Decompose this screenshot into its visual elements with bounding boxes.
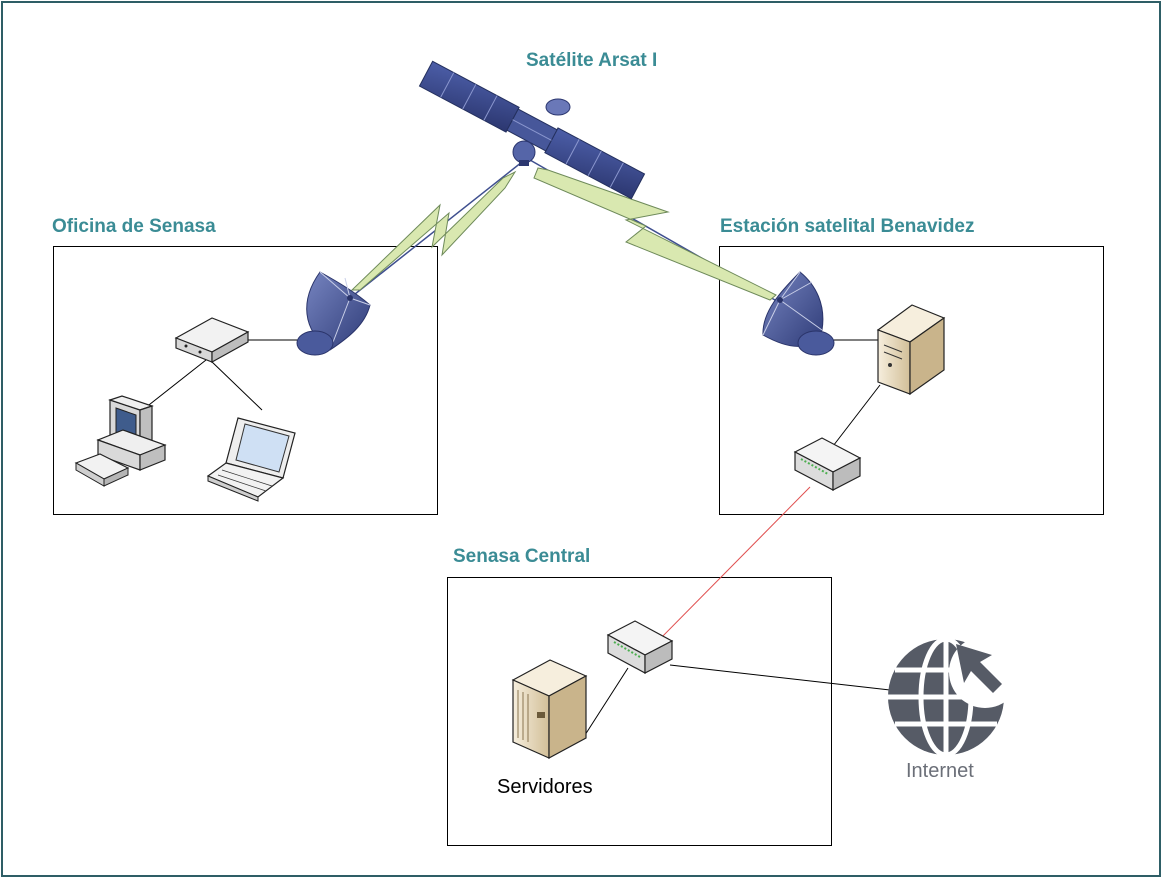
servers-caption: Servidores <box>497 776 593 798</box>
station-group-title: Estación satelital Benavidez <box>720 216 975 237</box>
switch-icon <box>793 437 862 491</box>
switch-icon <box>606 620 674 675</box>
laptop-icon <box>206 417 296 502</box>
router-icon <box>174 317 250 364</box>
satellite-label: Satélite Arsat I <box>526 50 658 71</box>
red-link-station-central <box>655 486 811 644</box>
internet-globe-icon <box>888 636 1021 758</box>
connection-lines <box>139 339 891 736</box>
internet-caption: Internet <box>906 760 974 782</box>
office-group-box <box>53 246 438 515</box>
link-switch-internet <box>669 664 891 691</box>
link-server-switch-station <box>829 384 881 451</box>
central-group-box <box>447 577 832 846</box>
server-tower-icon <box>876 304 946 396</box>
wireless-bolt-left <box>350 170 517 291</box>
satellite-icon <box>418 60 646 200</box>
wireless-bolt-right <box>533 167 777 301</box>
station-group-box <box>719 246 1104 515</box>
link-switch-servers <box>584 667 629 736</box>
desktop-computer-icon <box>74 395 167 487</box>
satellite-dish-icon <box>762 271 835 356</box>
central-group-title: Senasa Central <box>453 546 591 567</box>
link-router-pc <box>139 359 207 413</box>
satellite-dish-icon <box>296 271 371 356</box>
server-rack-icon <box>511 659 588 760</box>
office-group-title: Oficina de Senasa <box>52 216 216 237</box>
link-router-laptop <box>209 359 263 411</box>
